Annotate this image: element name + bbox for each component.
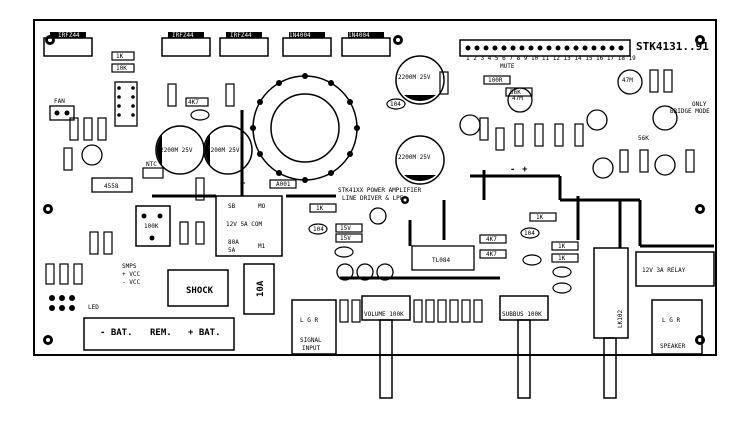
shock-sensor: [167, 269, 229, 307]
resistor-label: 1K: [558, 243, 566, 250]
ic-label: 4558: [104, 183, 119, 190]
resistor-label: 56K: [638, 135, 649, 142]
resistor-label: 4K7: [486, 236, 497, 243]
ceramic-caps: [190, 98, 572, 294]
volume-label: VOLUME 100K: [364, 311, 404, 318]
diode-label: 1N4004: [348, 32, 370, 39]
subbus-label: SUBBUS 100K: [502, 311, 542, 318]
diode-label: A001: [276, 181, 291, 188]
bridge-note-1: ONLY: [692, 101, 707, 108]
resistors-middle: [309, 69, 695, 323]
relay-pin-label: 12V 5A COM: [226, 221, 263, 228]
cap-label: 104: [390, 101, 401, 108]
shock-label: SHOCK: [186, 286, 214, 296]
relay-pin-label: MO: [258, 203, 266, 210]
resistor-label: 10K: [116, 65, 127, 72]
resistor-label: 56K: [510, 89, 521, 96]
board-subtitle2: LINE DRIVER & LPF: [342, 195, 404, 202]
subbus-pot: SUBBUS 100K: [499, 295, 549, 399]
plus-sign: +: [522, 165, 528, 175]
ic-4558: [91, 177, 133, 193]
lk102-switch: LK102: [593, 247, 629, 399]
minus-sign: -: [510, 165, 515, 175]
toroid-transformer: [250, 73, 360, 183]
pcb-traces: [152, 110, 714, 280]
fuse-label: 10A: [256, 280, 266, 297]
relay-pin-label: 80A: [228, 239, 239, 246]
transistor-label: IRFZ44: [230, 32, 252, 39]
cap-label: 15V: [340, 225, 351, 232]
vcc-minus-label: - VCC: [122, 279, 140, 286]
trimmer-pot: [135, 205, 171, 247]
cap-label: 104: [313, 226, 324, 233]
signal-input-connector: L G R SIGNAL INPUT: [291, 299, 337, 355]
board-title: STK4131..91: [636, 40, 709, 53]
ic-tl084: [411, 245, 475, 271]
resistor-label: 1K: [536, 214, 544, 221]
cap-label: 104: [524, 230, 535, 237]
fan-connector: [49, 105, 75, 121]
diode-label: 1N4004: [289, 32, 311, 39]
lgr-in-label: L G R: [300, 317, 318, 324]
speaker-connector: L G R SPEAKER: [651, 299, 703, 355]
cap-label: 15V: [340, 235, 351, 242]
led-label: LED: [88, 304, 99, 311]
ntc-label: NTC: [146, 161, 157, 168]
output-relay: 12V 3A RELAY: [635, 251, 715, 287]
signal-input-label-1: SIGNAL: [300, 337, 322, 344]
power-transistors: IRFZ44 IRFZ44 IRFZ44 1N4004 1N4004: [43, 32, 391, 57]
mute-label: MUTE: [500, 63, 515, 70]
fan-label: FAN: [54, 98, 65, 105]
signal-input-label-2: INPUT: [302, 345, 320, 352]
volume-pot: VOLUME 100K: [361, 295, 411, 399]
smps-label: SMPS: [122, 263, 137, 270]
resistor-label: 1K: [116, 53, 124, 60]
power-terminal: - BAT. REM. + BAT.: [83, 317, 235, 351]
pot-label: 100K: [144, 223, 159, 230]
cap-label: 2200M 25V: [207, 147, 240, 154]
board-outline: [33, 19, 717, 356]
vcc-plus-label: + VCC: [122, 271, 140, 278]
cap-label: 2200M 25V: [398, 154, 431, 161]
small-capacitors: [81, 69, 678, 281]
bat-plus-label: + BAT.: [188, 328, 221, 338]
resistor-label: 1K: [316, 205, 324, 212]
relay-label: 12V 3A RELAY: [642, 267, 686, 274]
speaker-label: SPEAKER: [660, 343, 686, 350]
relay-pin-label: M1: [258, 243, 266, 250]
resistor-label: 4K7: [486, 251, 497, 258]
relay-pin-label: 5A: [228, 247, 236, 254]
resistors-left: [63, 51, 235, 255]
lgr-out-label: L G R: [662, 317, 680, 324]
ic-socket: [114, 81, 138, 127]
bat-minus-label: - BAT.: [100, 328, 133, 338]
transistor-label: IRFZ44: [58, 32, 80, 39]
filter-capacitors: 2200M 25V 2200M 25V 2200M 25V 2200M 25V: [155, 55, 445, 185]
ic-label: TL084: [432, 257, 450, 264]
cap-label: 47M: [512, 95, 523, 102]
resistor-label: 1K: [558, 255, 566, 262]
resistor-label: 100R: [488, 77, 503, 84]
cap-label: 2200M 25V: [160, 147, 193, 154]
lk102-label: LK102: [617, 310, 624, 328]
transistor-label: IRFZ44: [172, 32, 194, 39]
bridge-note-2: BRIDGE MODE: [670, 108, 710, 115]
resistor-label: 4K7: [188, 99, 199, 106]
cap-label: 47M: [622, 77, 633, 84]
cap-label: 2200M 25V: [398, 74, 431, 81]
stk-header: 1 2 3 4 5 6 7 8 9 10 11 12 13 14 15 16 1…: [459, 39, 636, 62]
relay-pin-label: SB: [228, 203, 236, 210]
relay-block: SB MO 12V 5A COM 80A 5A M1: [215, 195, 283, 257]
board-subtitle: STK41XX POWER AMPLIFIER: [338, 187, 421, 194]
rem-label: REM.: [150, 328, 172, 338]
fuse-holder: [243, 263, 275, 315]
pin-numbers: 1 2 3 4 5 6 7 8 9 10 11 12 13 14 15 16 1…: [466, 55, 636, 62]
